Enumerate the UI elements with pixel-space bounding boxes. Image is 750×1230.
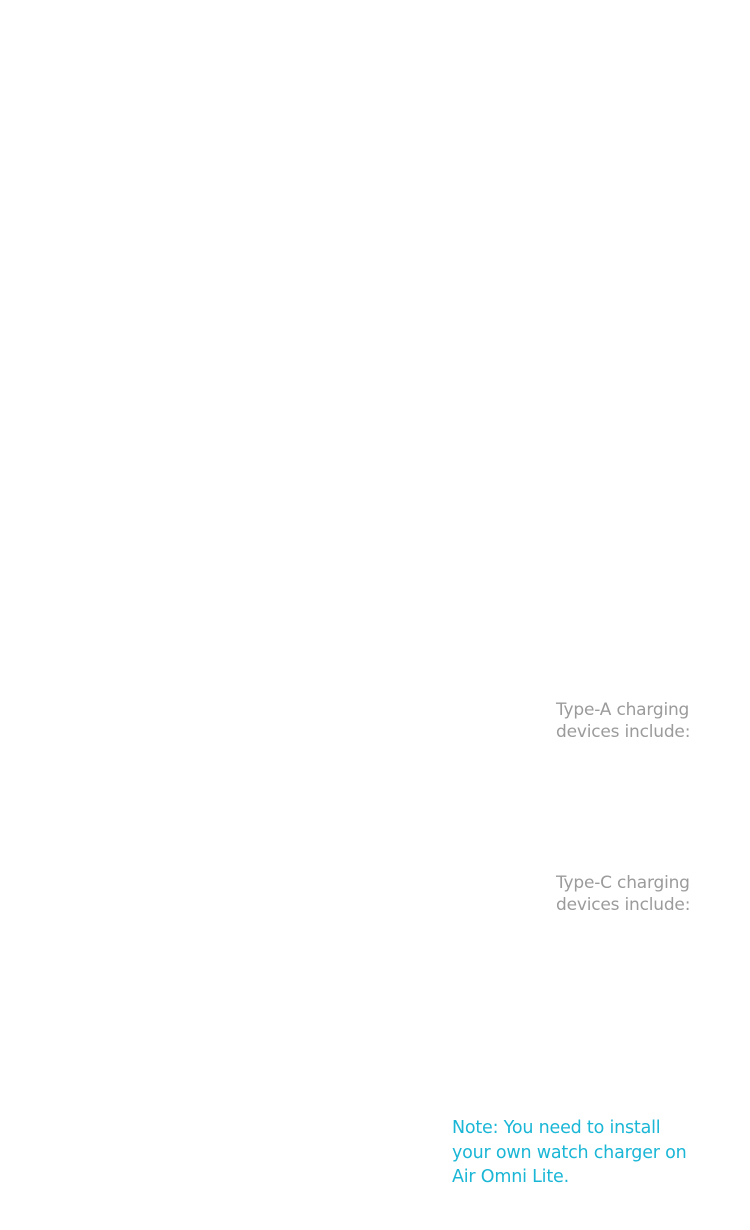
note-line-1: Note: You need to install [452, 1118, 661, 1138]
note-line-3: Air Omni Lite. [452, 1167, 569, 1187]
type-c-heading-line-2: devices include: [556, 895, 691, 915]
type-a-heading-line-1: Type-A charging [556, 700, 690, 720]
note-line-2: your own watch charger on [452, 1142, 687, 1163]
watch-charger-note: Note: You need to install your own watch… [452, 1116, 742, 1190]
type-a-heading-line-2: devices include: [556, 722, 691, 742]
type-c-heading-line-1: Type-C charging [556, 873, 690, 893]
type-c-devices-heading: Type-C charging devices include: [556, 872, 746, 916]
type-a-devices-heading: Type-A charging devices include: [556, 699, 746, 743]
